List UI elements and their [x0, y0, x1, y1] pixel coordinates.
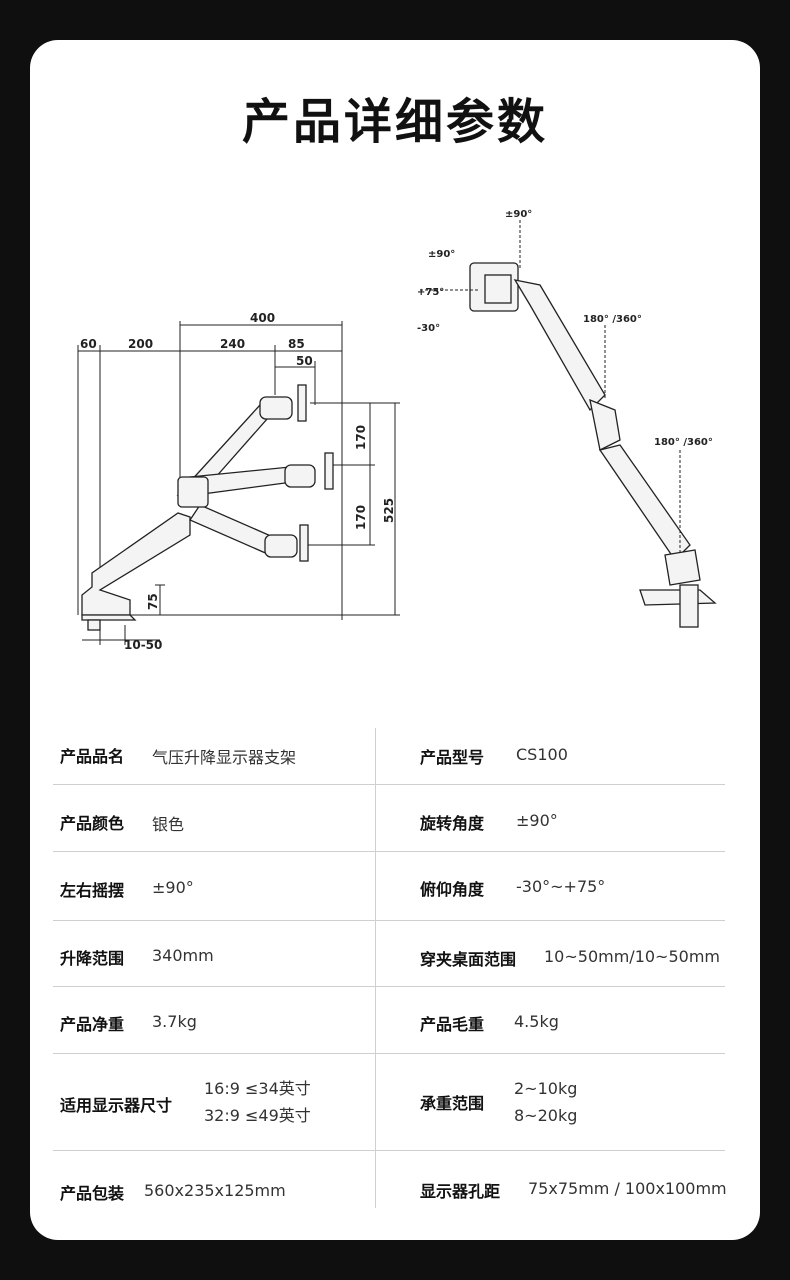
- spec-value-color: 银色: [152, 815, 185, 834]
- spec-value-load-range-2: 8~20kg: [514, 1106, 578, 1125]
- angle-tilt-up: +75°: [417, 287, 444, 298]
- angle-tilt-down: -30°: [417, 323, 440, 334]
- spec-value-gross-weight: 4.5kg: [514, 1012, 559, 1031]
- spec-label-product-name: 产品品名: [60, 747, 125, 766]
- spec-value-package: 560x235x125mm: [144, 1181, 286, 1200]
- dim-400: 400: [250, 311, 275, 325]
- spec-value-product-name: 气压升降显示器支架: [152, 748, 297, 767]
- dim-525: 525: [382, 498, 396, 523]
- spec-value-vesa: 75x75mm / 100x100mm: [528, 1179, 727, 1198]
- spec-value-clamp-range: 10~50mm/10~50mm: [544, 947, 720, 966]
- dim-240: 240: [220, 337, 245, 351]
- spec-label-swing: 左右摇摆: [60, 881, 125, 900]
- row-divider: [53, 986, 725, 987]
- dim-200: 200: [128, 337, 153, 351]
- row-divider: [53, 1150, 725, 1151]
- spec-value-tilt: -30°~+75°: [516, 877, 606, 896]
- spec-label-tilt: 俯仰角度: [420, 880, 485, 899]
- spec-label-gross-weight: 产品毛重: [420, 1015, 485, 1034]
- dim-50: 50: [296, 354, 313, 368]
- spec-label-vesa: 显示器孔距: [420, 1182, 501, 1201]
- angle-arm-rotation-2: 180° /360°: [654, 437, 713, 448]
- table-column-divider: [375, 728, 376, 1208]
- spec-value-rotation: ±90°: [516, 811, 558, 830]
- spec-label-rotation: 旋转角度: [420, 814, 485, 833]
- angle-swivel: ±90°: [505, 209, 532, 220]
- dim-75: 75: [146, 593, 160, 610]
- spec-value-lift-range: 340mm: [152, 946, 214, 965]
- row-divider: [53, 920, 725, 921]
- row-divider: [53, 784, 725, 785]
- spec-label-monitor-size: 适用显示器尺寸: [60, 1096, 173, 1115]
- spec-label-net-weight: 产品净重: [60, 1015, 125, 1034]
- dimension-diagram: 400 60 200 240 85 50 170 170 525 75 10-5…: [77, 209, 717, 652]
- angle-arm-rotation-1: 180° /360°: [583, 314, 642, 325]
- spec-label-lift-range: 升降范围: [60, 949, 125, 968]
- angle-rotate: ±90°: [428, 249, 455, 260]
- spec-label-color: 产品颜色: [60, 814, 125, 833]
- spec-value-swing: ±90°: [152, 878, 194, 897]
- dim-170-upper: 170: [354, 425, 368, 450]
- dim-60: 60: [80, 337, 97, 351]
- spec-value-model: CS100: [516, 745, 568, 764]
- row-divider: [53, 1053, 725, 1054]
- spec-value-load-range-1: 2~10kg: [514, 1079, 578, 1098]
- dim-170-lower: 170: [354, 505, 368, 530]
- dim-10-50: 10-50: [124, 638, 162, 652]
- spec-label-load-range: 承重范围: [420, 1094, 485, 1113]
- page-title: 产品详细参数: [241, 94, 548, 150]
- spec-label-model: 产品型号: [420, 748, 485, 767]
- spec-label-clamp-range: 穿夹桌面范围: [420, 950, 517, 969]
- spec-value-net-weight: 3.7kg: [152, 1012, 197, 1031]
- dim-85: 85: [288, 337, 305, 351]
- spec-value-monitor-size-1: 16:9 ≤34英寸: [204, 1079, 311, 1098]
- spec-label-package: 产品包装: [60, 1184, 125, 1203]
- row-divider: [53, 851, 725, 852]
- spec-value-monitor-size-2: 32:9 ≤49英寸: [204, 1106, 311, 1125]
